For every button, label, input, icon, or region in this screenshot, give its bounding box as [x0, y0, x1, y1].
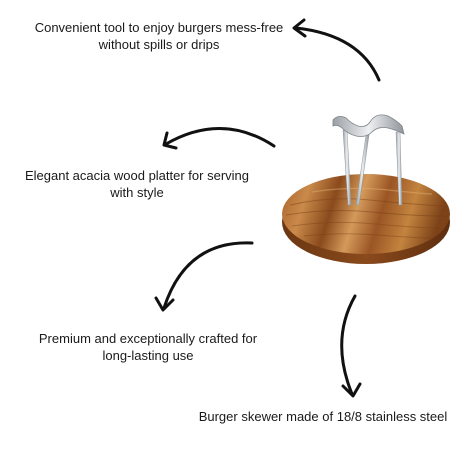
wood-platter	[282, 174, 450, 264]
caption-mess-free: Convenient tool to enjoy burgers mess-fr…	[4, 19, 314, 53]
caption-premium-crafted: Premium and exceptionally crafted for lo…	[8, 330, 288, 364]
caption-line: with style	[110, 185, 164, 200]
caption-line: Convenient tool to enjoy burgers mess-fr…	[34, 20, 284, 35]
curved-arrow-icon	[162, 127, 276, 150]
caption-stainless-skewer: Burger skewer made of 18/8 stainless ste…	[188, 408, 458, 425]
curved-arrow-icon	[340, 294, 362, 398]
caption-line: Premium and exceptionally crafted for	[38, 331, 258, 346]
steel-skewer	[332, 114, 405, 206]
curved-arrow-icon	[154, 241, 254, 312]
curved-arrow-icon	[292, 18, 381, 82]
caption-line: Elegant acacia wood platter for serving	[24, 168, 249, 183]
caption-line: long-lasting use	[102, 348, 194, 363]
caption-line: Burger skewer made of 18/8 stainless ste…	[198, 409, 448, 424]
caption-line: without spills or drips	[98, 37, 220, 52]
caption-acacia-platter: Elegant acacia wood platter for serving …	[6, 167, 268, 201]
